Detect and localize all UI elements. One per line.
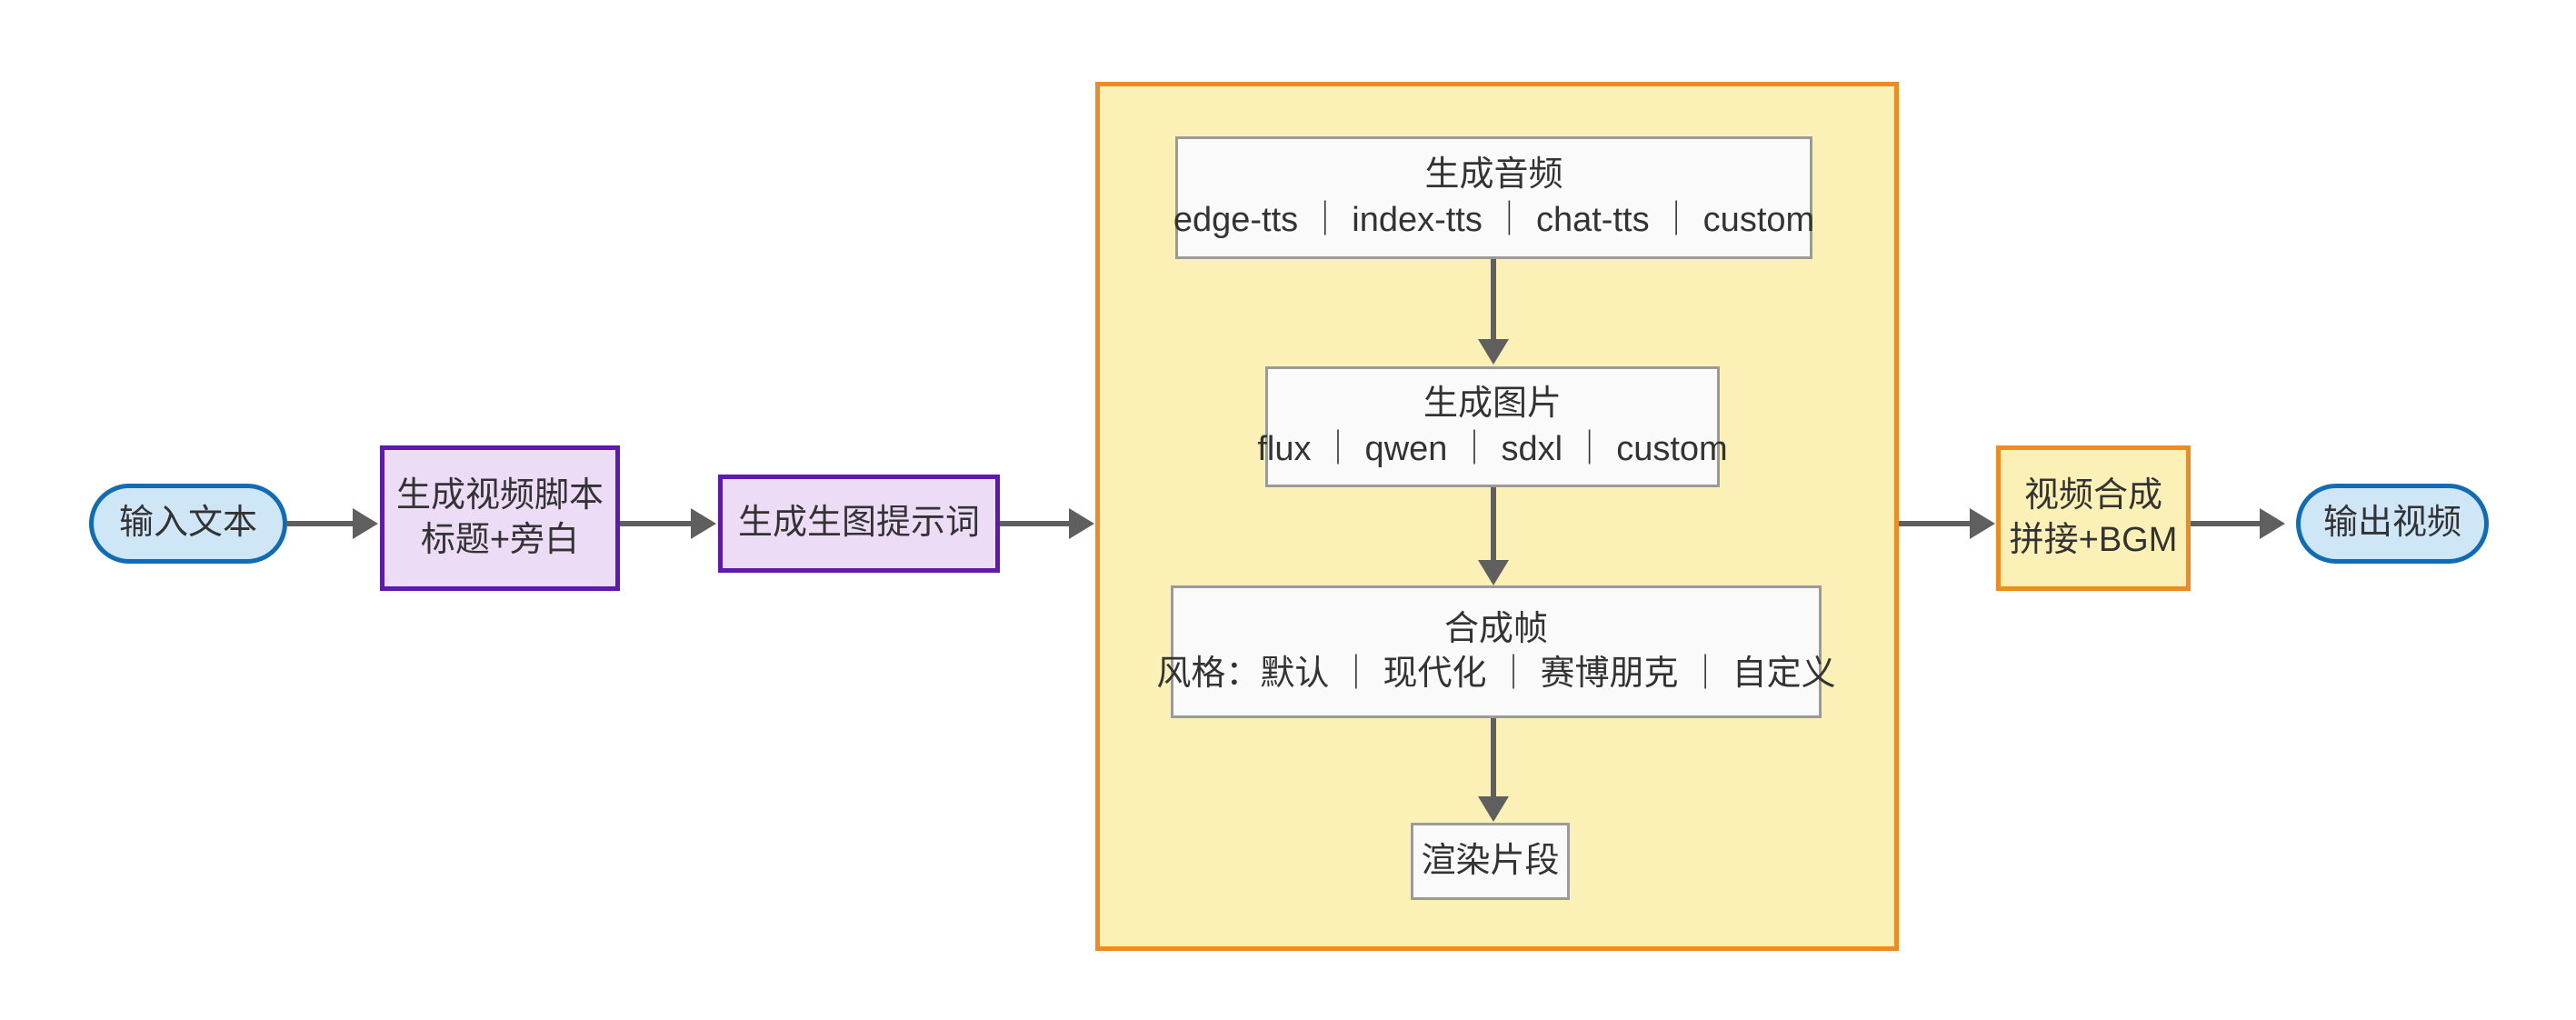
node-compose-frame-line1: 合成帧 [1443,609,1548,648]
node-generate-script-line2: 标题+旁白 [420,521,580,559]
arrowhead-audio-to-image [1478,339,1509,365]
node-generate-script-line1: 生成视频脚本 [395,475,604,515]
node-output-video[interactable]: 输出视频 [2296,484,2489,564]
node-generate-image[interactable]: 生成图片 flux ｜ qwen ｜ sdxl ｜ custom [1257,366,1728,487]
node-compose-frame[interactable]: 合成帧 风格：默认 ｜ 现代化 ｜ 赛博朋克 ｜ 自定义 [1156,585,1836,718]
node-generate-script[interactable]: 生成视频脚本 标题+旁白 [380,445,620,591]
node-output-video-label: 输出视频 [2322,504,2461,543]
edge-frame-to-render [1491,718,1496,798]
edge-subgraph-to-merge [1899,521,1973,526]
node-input-text[interactable]: 输入文本 [89,484,287,564]
edge-script-to-prompt [620,521,694,526]
node-video-merge-line1: 视频合成 [2023,475,2162,515]
node-generate-image-prompt-label: 生成生图提示词 [737,504,980,543]
arrowhead-script-to-prompt [691,508,716,539]
node-compose-frame-line2: 风格：默认 ｜ 现代化 ｜ 赛博朋克 ｜ 自定义 [1156,655,1836,693]
edge-merge-to-output [2191,521,2263,526]
node-generate-audio-line2: edge-tts ｜ index-tts ｜ chat-tts ｜ custom [1173,200,1815,239]
node-input-text-label: 输入文本 [118,504,257,543]
edge-prompt-to-subgraph [1000,521,1073,526]
node-generate-audio[interactable]: 生成音频 edge-tts ｜ index-tts ｜ chat-tts ｜ c… [1173,136,1815,259]
edge-audio-to-image [1491,259,1496,341]
arrowhead-input-to-script [353,508,378,539]
arrowhead-prompt-to-subgraph [1069,508,1094,539]
node-generate-image-line1: 生成图片 [1423,385,1562,424]
node-render-clip-label: 渲染片段 [1421,841,1560,880]
node-generate-audio-line1: 生成音频 [1424,155,1563,195]
node-video-merge[interactable]: 视频合成 拼接+BGM [1996,445,2191,591]
arrowhead-merge-to-output [2260,508,2285,539]
node-generate-image-prompt[interactable]: 生成生图提示词 [718,475,1000,573]
arrowhead-image-to-frame [1478,560,1509,585]
node-generate-image-line2: flux ｜ qwen ｜ sdxl ｜ custom [1257,429,1728,468]
arrowhead-frame-to-render [1478,796,1509,822]
edge-input-to-script [287,521,354,526]
node-render-clip[interactable]: 渲染片段 [1411,823,1570,900]
arrowhead-subgraph-to-merge [1970,508,1995,539]
edge-image-to-frame [1491,487,1496,562]
node-video-merge-line2: 拼接+BGM [2009,521,2178,559]
